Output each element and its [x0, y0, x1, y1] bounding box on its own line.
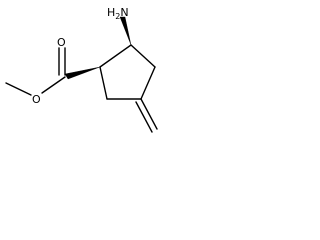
amine-label-subscript: 2: [115, 12, 120, 21]
amine-label-n: N: [120, 6, 128, 19]
methoxy-bond: [5, 82, 32, 96]
molecule-structure-diagram: H2N O O: [5, 6, 158, 133]
carbonyl-oxygen-label: O: [57, 36, 66, 49]
ester-oxygen-label: O: [32, 93, 41, 106]
methylene-bond-line-1: [140, 98, 158, 130]
bond-c1-c2: [99, 44, 132, 68]
wedge-bond-to-amine: [119, 16, 132, 46]
bond-c2-c3: [130, 44, 156, 68]
amine-label-h: H: [107, 6, 115, 19]
methylene-bond-line-2: [135, 101, 153, 133]
amine-label: H2N: [107, 6, 129, 21]
bond-c3-c4: [140, 66, 156, 100]
bond-c5-c1: [99, 66, 108, 100]
wedge-bond-to-ester-carbon: [64, 66, 101, 80]
ester-c-o-bond: [41, 76, 66, 94]
